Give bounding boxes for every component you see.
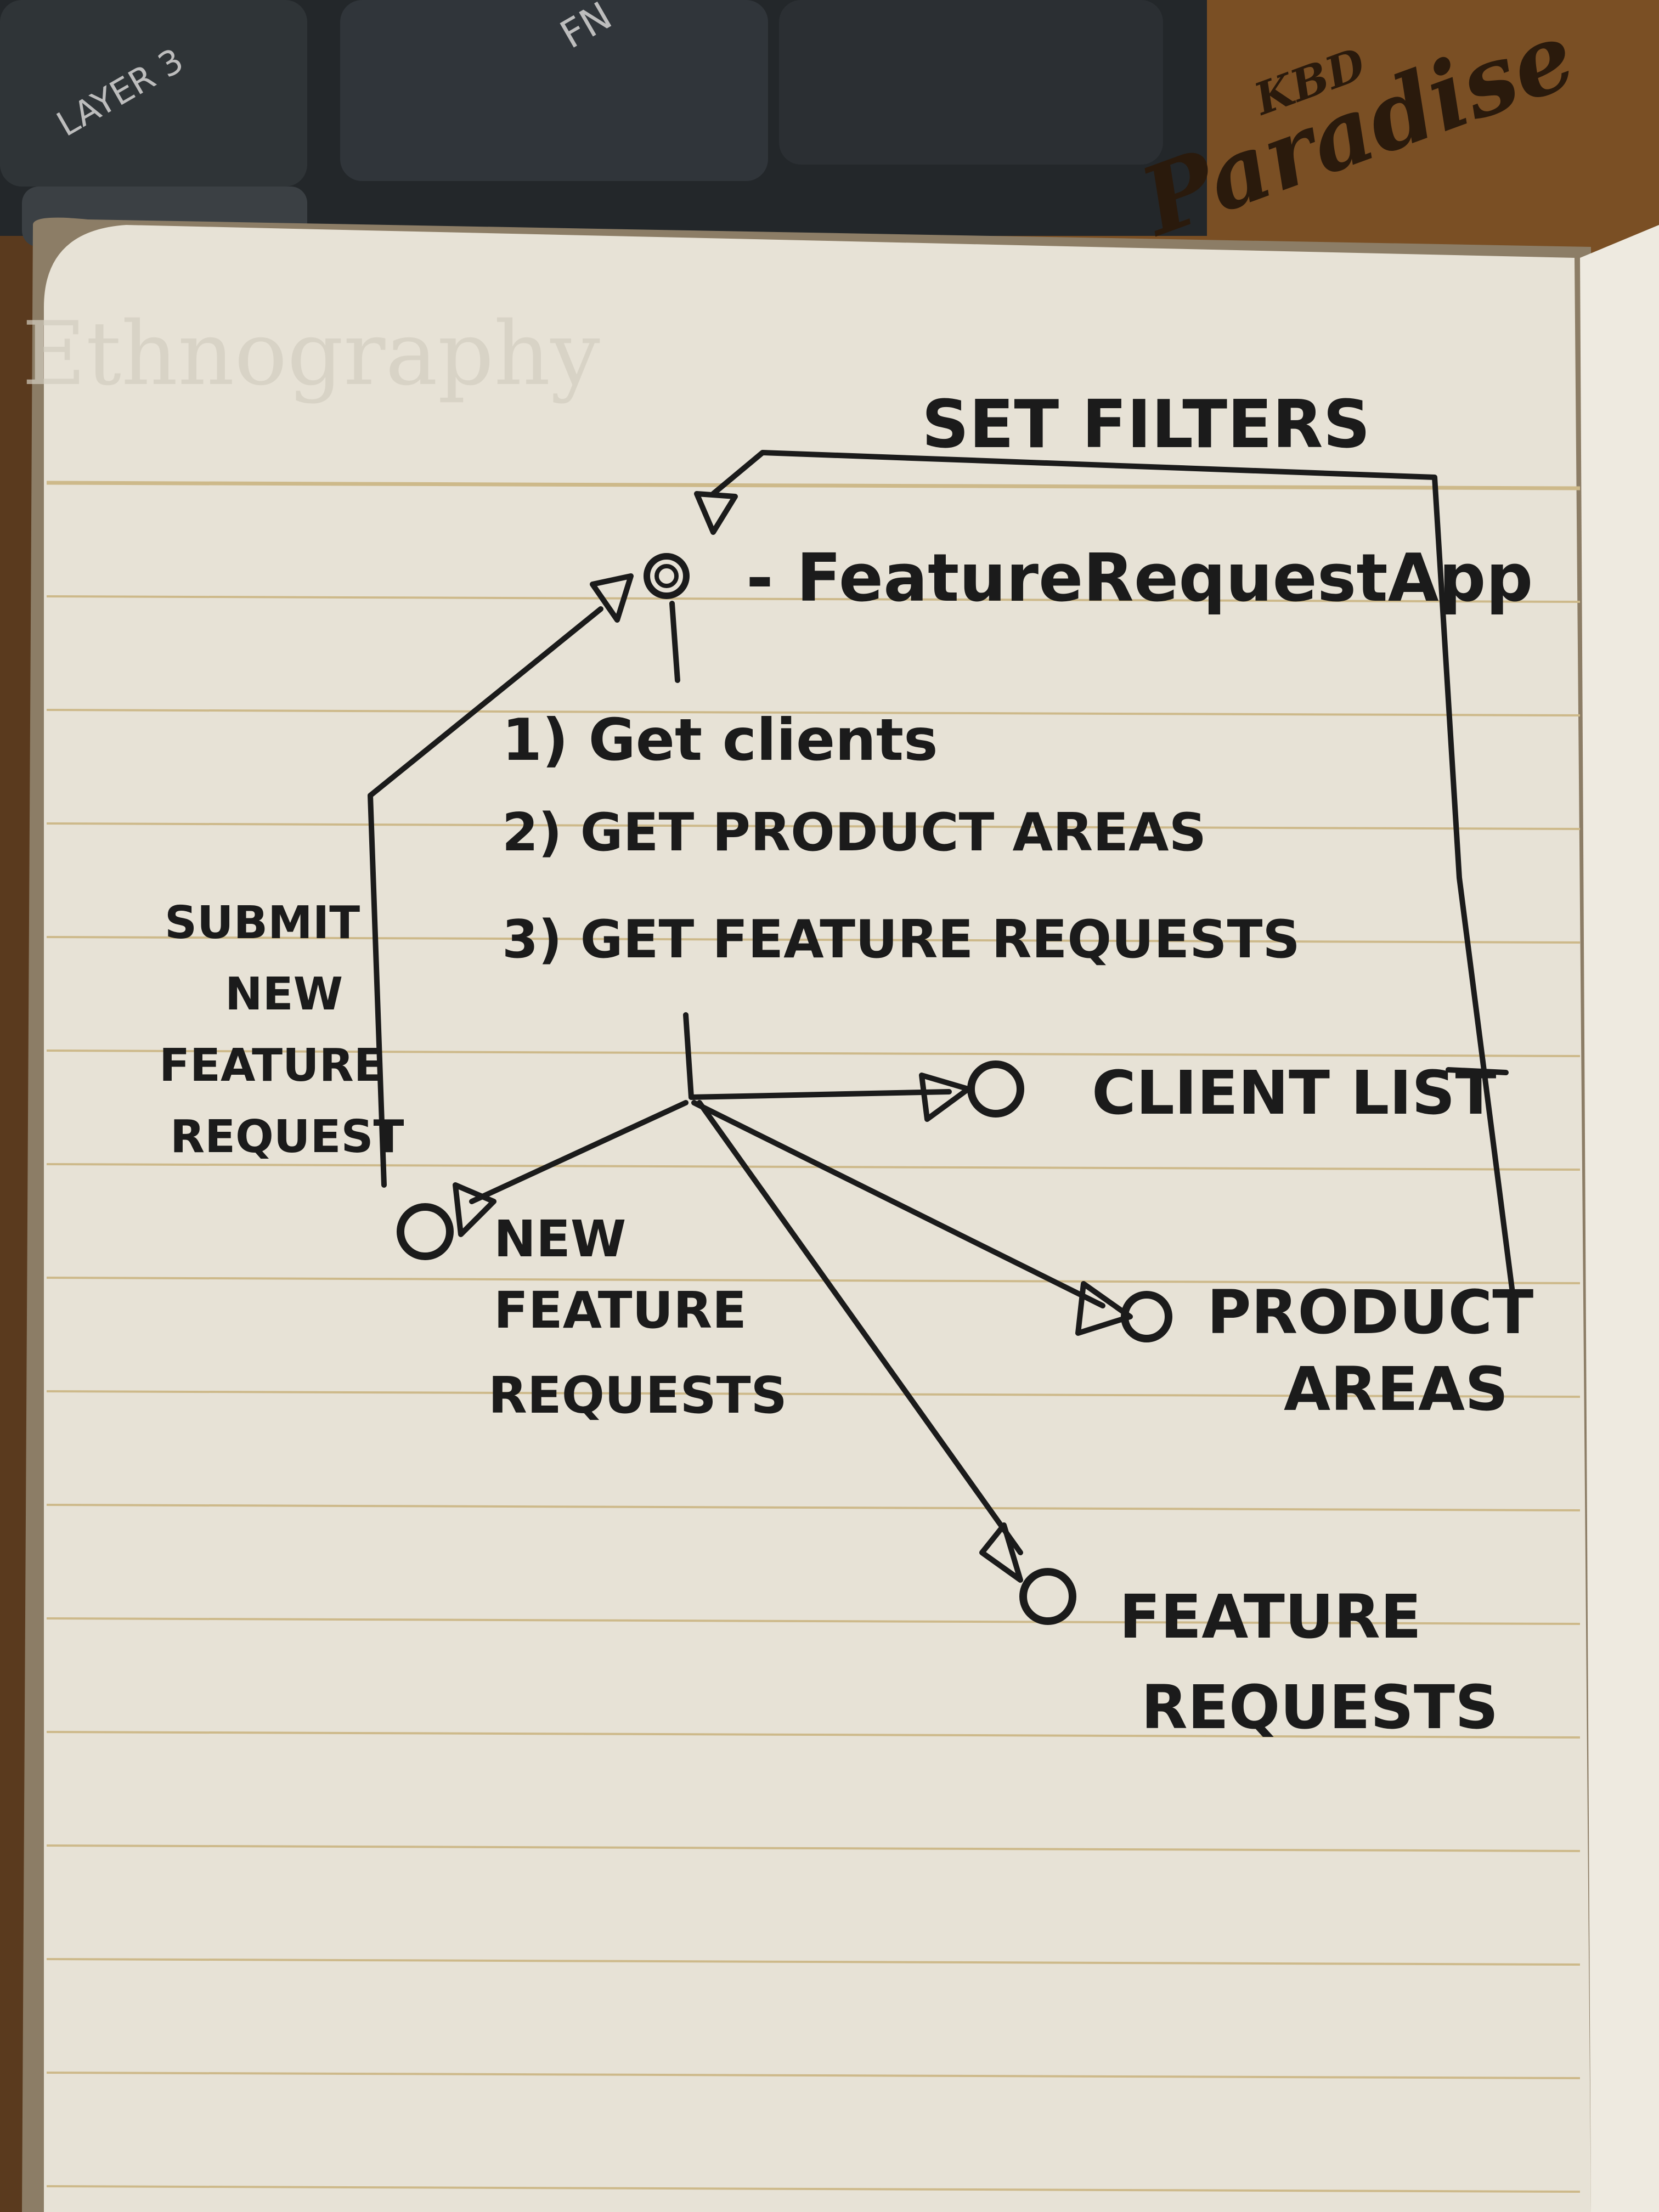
new-feature-requests-edge	[469, 1100, 689, 1204]
feature-requests-node: FEATURE REQUESTS	[697, 1100, 1498, 1742]
branch-point	[683, 1012, 694, 1100]
feature-requests-arrowhead	[979, 1522, 1023, 1583]
client-list-edge	[689, 1089, 952, 1100]
product-areas-label-line1: PRODUCT	[1207, 1277, 1533, 1347]
root-node-stem	[669, 601, 680, 683]
submit-line	[368, 606, 603, 1188]
notebook	[22, 217, 1659, 2212]
ruled-line	[46, 1958, 1581, 1966]
ruled-line	[46, 2072, 1581, 2079]
new-feature-requests-arrowhead	[453, 1182, 496, 1237]
client-list-label: CLIENT LIST	[1092, 1058, 1497, 1128]
keyboard: LAYER 3 FN	[0, 0, 1207, 247]
ruled-lines	[46, 481, 1581, 2193]
ruled-line	[46, 1390, 1581, 1398]
root-node-label: - FeatureRequestApp	[746, 540, 1533, 617]
new-feature-requests-label-line2: FEATURE	[494, 1281, 747, 1340]
ruled-line	[46, 1731, 1581, 1739]
ruled-line	[46, 1844, 1581, 1852]
steps-list: 1) Get clients 2) GET PRODUCT AREAS 3) G…	[502, 707, 1300, 970]
new-feature-requests-label-line1: NEW	[494, 1210, 626, 1268]
ruled-line	[46, 1163, 1581, 1171]
feature-requests-circle	[1019, 1568, 1076, 1625]
feature-requests-label-line1: FEATURE	[1119, 1582, 1421, 1652]
ruled-line	[46, 822, 1581, 830]
new-feature-requests-node: NEW FEATURE REQUESTS	[397, 1100, 787, 1425]
step-2: 2) GET PRODUCT AREAS	[502, 803, 1206, 863]
product-areas-circle	[1121, 1291, 1172, 1342]
set-filters-label: SET FILTERS	[922, 387, 1370, 463]
root-node-circle	[644, 553, 690, 599]
notebook-page	[44, 225, 1591, 2212]
product-areas-arrowhead	[1075, 1281, 1133, 1336]
step-1: 1) Get clients	[502, 707, 938, 774]
keycap-fn	[340, 0, 768, 181]
new-feature-requests-label-line3: REQUESTS	[488, 1366, 787, 1425]
bleedthrough-text: Ethnography	[22, 302, 600, 405]
ruled-line	[46, 709, 1581, 716]
product-areas-label-line2: AREAS	[1284, 1354, 1508, 1424]
next-page-edge	[1580, 225, 1659, 2212]
set-filters-line	[710, 450, 1517, 1311]
ruled-line	[46, 1049, 1581, 1057]
root-node: - FeatureRequestApp	[644, 540, 1533, 683]
client-list-circle	[967, 1060, 1024, 1118]
submit-label-line1: SUBMIT	[165, 897, 360, 949]
set-filters-loop: SET FILTERS	[694, 387, 1517, 1311]
new-feature-requests-circle	[397, 1203, 454, 1260]
branch-stem	[683, 1012, 694, 1100]
set-filters-tick	[1446, 1067, 1509, 1075]
ruled-line	[46, 2185, 1581, 2193]
client-list-arrowhead	[919, 1073, 971, 1122]
ruled-line	[46, 595, 1581, 603]
product-areas-edge	[691, 1100, 1105, 1308]
product-areas-node: PRODUCT AREAS	[691, 1100, 1533, 1424]
step-3: 3) GET FEATURE REQUESTS	[502, 910, 1300, 970]
ruled-line	[46, 936, 1581, 944]
submit-label-line2: NEW	[225, 968, 343, 1020]
client-list-node: CLIENT LIST	[689, 1058, 1497, 1128]
submit-label-line3: FEATURE	[159, 1040, 385, 1092]
keycap-layer3	[0, 0, 307, 187]
ruled-line	[46, 1504, 1581, 1511]
submit-edge: SUBMIT NEW FEATURE REQUEST	[159, 573, 634, 1188]
ruled-line	[46, 1277, 1581, 1284]
set-filters-arrowhead	[694, 491, 738, 535]
ruled-line	[46, 1617, 1581, 1625]
submit-arrowhead	[590, 573, 634, 623]
submit-label-line4: REQUEST	[170, 1111, 404, 1163]
ruled-line	[46, 481, 1581, 490]
root-node-inner-circle	[654, 564, 679, 588]
diagram: - FeatureRequestApp 1) Get clients 2) GE…	[159, 387, 1533, 1742]
feature-requests-edge	[697, 1100, 1023, 1555]
keycap-blank	[779, 0, 1163, 165]
feature-requests-label-line2: REQUESTS	[1141, 1672, 1498, 1742]
